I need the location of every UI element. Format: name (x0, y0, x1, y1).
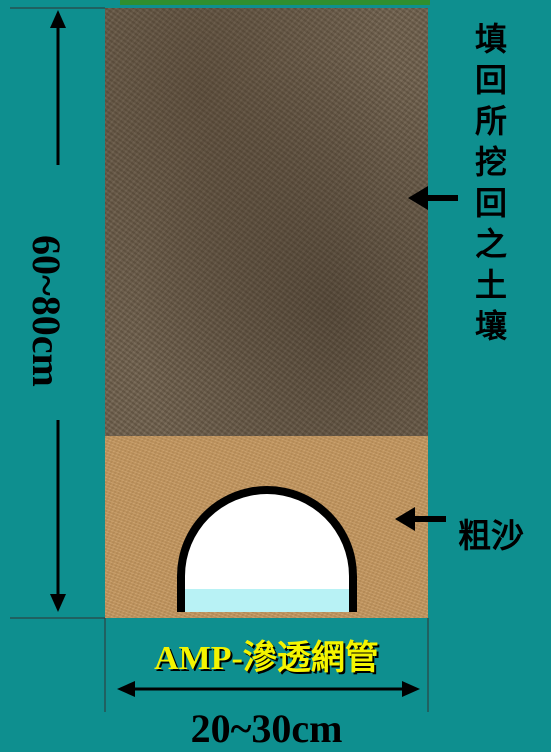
pipe-interior (185, 494, 349, 612)
backfill-soil-label: 填回所挖回之土壤 (470, 22, 508, 350)
sand-pointer-head (395, 507, 415, 531)
depth-arrow-up-head (50, 10, 66, 28)
depth-arrow-down-head (50, 594, 66, 612)
backfill-soil-layer (105, 8, 428, 436)
width-arrow-left-head (117, 681, 135, 697)
top-green-bar (120, 0, 430, 5)
depth-label: 60~80cm (24, 235, 69, 387)
amp-pipe-label: AMP-滲透網管 (154, 640, 379, 677)
soil-pointer-head (408, 186, 428, 210)
pipe-water (185, 589, 349, 612)
width-arrow-right-head (402, 681, 420, 697)
coarse-sand-label: 粗沙 (458, 516, 524, 555)
width-label: 20~30cm (190, 706, 343, 751)
amp-pipe (177, 486, 357, 612)
